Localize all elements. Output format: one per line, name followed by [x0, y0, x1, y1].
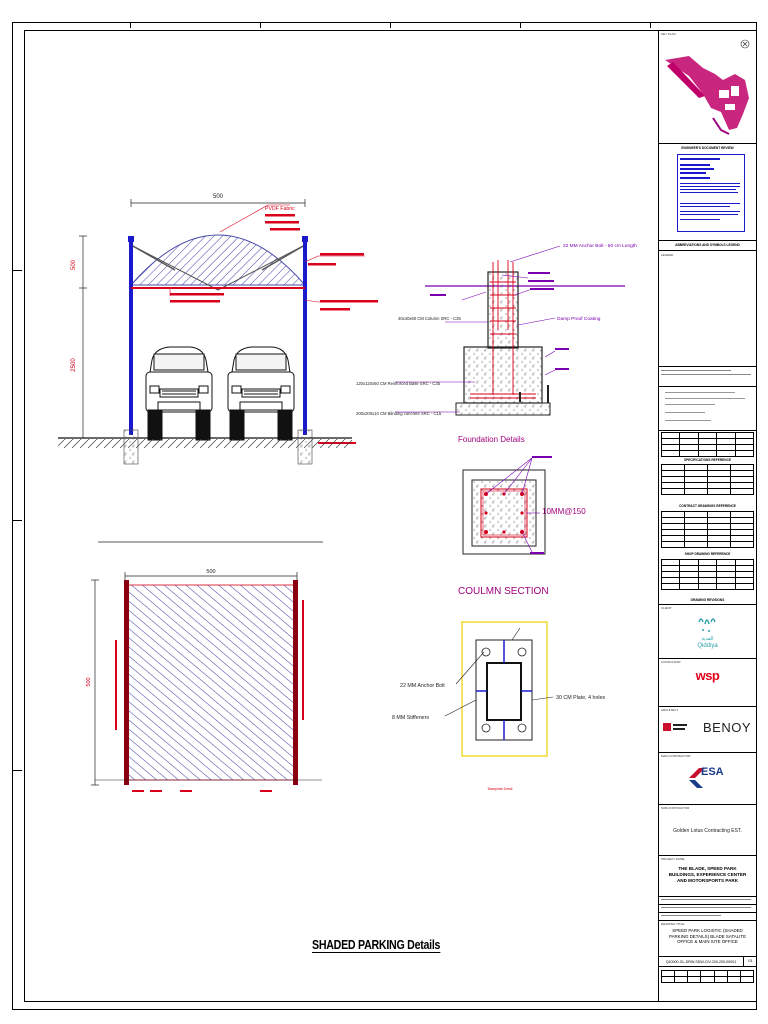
sheet-title: SHADED PARKING Details [312, 938, 441, 953]
consultant-logo: wsp [695, 668, 720, 683]
project-name: THE BLADE, SPEED PARK BUILDINGS, EXPERIE… [668, 866, 747, 883]
spec-ref-grid [661, 464, 754, 495]
architect-partner-logo [663, 720, 687, 734]
abbrev-header: ABBREVIATIONS AND SYMBOLS LEGEND [675, 243, 740, 247]
drawing-canvas: 500 500 2500 [58, 194, 637, 792]
key-plan-map [665, 39, 750, 135]
elevation-height-lower: 2500 [71, 358, 77, 372]
plan-view: 500 500 [86, 569, 322, 792]
border-tick [650, 22, 651, 28]
drawing-number: Q10000-GL-DRW-SDW-CIV-200-200-00001 [665, 960, 737, 964]
foundation-title: Foundation Details [458, 435, 525, 444]
contract-ref-header: CONTRACT DRAWINGS REFERENCE [679, 504, 736, 508]
column-rebar-note: 10MM@150 [542, 507, 586, 516]
spec-ref-header: SPECIFICATIONS REFERENCE [683, 458, 732, 462]
consultant-label: CONSULTANT [661, 660, 681, 664]
engineer-review-header: ENGINEER'S DOCUMENT REVIEW [681, 146, 734, 150]
border-tick [12, 520, 22, 521]
border-tick [520, 22, 521, 28]
key-plan-label: KEY PLAN [661, 32, 676, 36]
legend-label: LEGEND [661, 253, 674, 257]
contractor-logo: ESA [701, 766, 724, 778]
foundation-note-anchor: 22 MM Anchor Bolt - 60 cm Length [563, 243, 637, 249]
review-stamp [677, 154, 745, 232]
foundation-note-base: 120x120x50 CM Reinforced Base SRC - C35 [356, 381, 441, 386]
elevation-note-fabric: PVDF Fabric [265, 206, 295, 212]
drawing-title-label: DRAWING TITLE [661, 922, 685, 926]
baseplate-detail: 22 MM Anchor Bolt 8 MM Stiffeners 30 CM … [392, 621, 606, 791]
plate-note-plate: 30 CM Plate, 4 holes [556, 695, 606, 701]
plate-note-stiffeners: 8 MM Stiffeners [392, 715, 429, 721]
elevation-view: 500 500 2500 [58, 194, 378, 465]
drawing-title: SPEED PARK LOGISTIC (SHADED PARKING DETA… [668, 928, 746, 944]
plan-height-dim: 500 [86, 677, 92, 686]
border-tick [12, 770, 22, 771]
contractor-logo-mark [689, 768, 705, 788]
elevation-width-dim: 500 [213, 194, 224, 200]
sheet-inner-border [24, 30, 757, 1002]
plate-caption: Baseplate Detail [488, 787, 513, 791]
architect-logo: BENOY [703, 720, 752, 735]
revision-number: 01 [743, 956, 757, 966]
car-right [227, 346, 295, 441]
foundation-note-column: 40x40x60 CM Column SRC - C35 [398, 316, 462, 321]
client-arabic-name: القدية [701, 636, 714, 642]
shop-ref-header: SHOP DRAWING REFERENCE [684, 552, 731, 556]
architect-label: ARCHITECT [661, 708, 679, 712]
client-label: CLIENT [661, 606, 672, 610]
client-name: Qiddiya [697, 643, 718, 649]
border-tick [130, 22, 131, 28]
sub-contractor-name: Golden Lotus Contracting EST. [673, 828, 742, 834]
revision-grid-1 [660, 432, 755, 457]
revisions-header: DRAWING REVISIONS [690, 598, 725, 602]
column-section-title: COULMN SECTION [458, 586, 549, 597]
foundation-details: 22 MM Anchor Bolt - 60 cm Length Damp Pr… [356, 243, 637, 444]
plate-note-anchor: 22 MM Anchor Bolt [400, 683, 445, 689]
client-logo [698, 618, 716, 632]
main-contractor-label: MAIN CONTRACTOR [661, 754, 691, 758]
elevation-height-upper: 500 [71, 259, 77, 270]
footer-grid [660, 970, 755, 983]
foundation-note-damp: Damp Proof Coating [557, 316, 601, 322]
title-block: KEY PLAN ENGINEER'S DOCUMENT REVIEW [658, 30, 757, 1002]
contract-ref-grid [661, 511, 754, 548]
border-tick [260, 22, 261, 28]
border-tick [12, 270, 22, 271]
shop-ref-grid [660, 559, 755, 590]
sub-contractor-label: SUB-CONTRACTOR [661, 806, 690, 810]
plan-width-dim: 500 [206, 569, 215, 575]
foundation-note-blinding: 200x200x10 CM Blinding concrete SRC - C1… [356, 411, 442, 416]
column-section: 10MM@150 COULMN SECTION [458, 456, 586, 597]
border-tick [390, 22, 391, 28]
car-left [145, 346, 213, 441]
project-label: PROJECT NAME [661, 857, 685, 861]
